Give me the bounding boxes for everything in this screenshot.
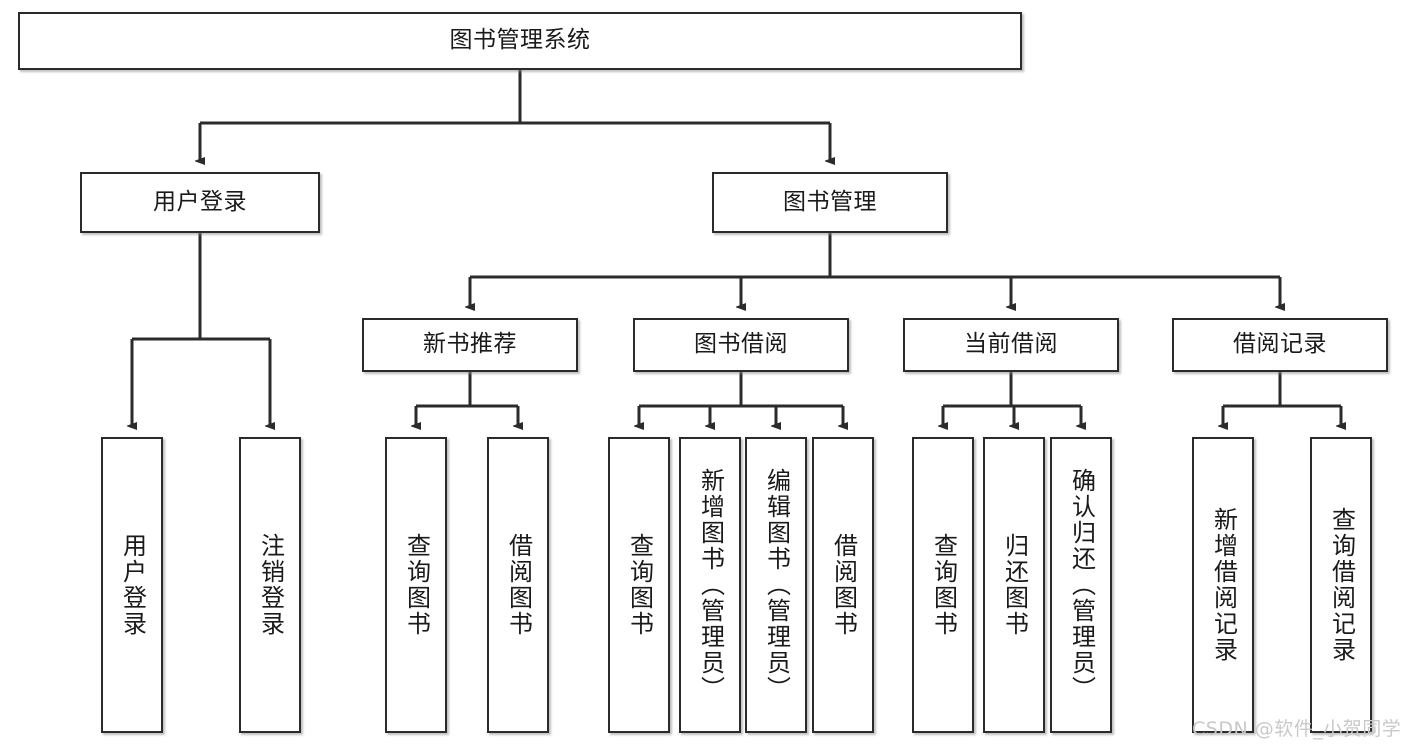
node-book-borrow[interactable]: 图书借阅 <box>633 318 849 372</box>
node-label: 借阅记录 <box>1233 331 1327 358</box>
node-label: 新书推荐 <box>423 331 517 358</box>
node-label: 新增图书（管理员） <box>696 468 725 702</box>
node-leaf-borrow-book-2[interactable]: 借阅图书 <box>812 437 874 733</box>
node-new-book-rec[interactable]: 新书推荐 <box>362 318 578 372</box>
node-leaf-edit-book[interactable]: 编辑图书（管理员） <box>745 437 807 733</box>
node-leaf-add-book[interactable]: 新增图书（管理员） <box>679 437 741 733</box>
node-leaf-add-record[interactable]: 新增借阅记录 <box>1192 437 1254 733</box>
node-label: 确认归还（管理员） <box>1067 468 1096 702</box>
node-leaf-logout[interactable]: 注销登录 <box>239 437 301 733</box>
node-book-manage[interactable]: 图书管理 <box>712 172 948 233</box>
node-label: 借阅图书 <box>829 533 858 637</box>
node-root[interactable]: 图书管理系统 <box>18 12 1022 70</box>
node-label: 注销登录 <box>256 533 285 637</box>
node-label: 查询借阅记录 <box>1327 507 1356 663</box>
node-label: 查询图书 <box>625 533 654 637</box>
node-label: 图书管理系统 <box>449 27 591 54</box>
node-label: 新增借阅记录 <box>1209 507 1238 663</box>
node-leaf-return-book[interactable]: 归还图书 <box>983 437 1045 733</box>
node-leaf-borrow-book-1[interactable]: 借阅图书 <box>487 437 549 733</box>
node-current-borrow[interactable]: 当前借阅 <box>903 318 1119 372</box>
node-leaf-query-book-2[interactable]: 查询图书 <box>608 437 670 733</box>
node-label: 查询图书 <box>402 533 431 637</box>
node-label: 图书管理 <box>783 188 877 215</box>
node-label: 当前借阅 <box>964 331 1058 358</box>
node-leaf-query-book-3[interactable]: 查询图书 <box>912 437 974 733</box>
node-label: 用户登录 <box>118 533 147 637</box>
node-leaf-confirm-return[interactable]: 确认归还（管理员） <box>1050 437 1112 733</box>
node-label: 图书借阅 <box>694 331 788 358</box>
node-user-login[interactable]: 用户登录 <box>80 172 320 233</box>
node-label: 查询图书 <box>929 533 958 637</box>
csdn-watermark: CSDN @软件_小贺同学 <box>1192 718 1402 740</box>
node-label: 用户登录 <box>153 188 247 215</box>
node-leaf-query-book-1[interactable]: 查询图书 <box>385 437 447 733</box>
node-label: 归还图书 <box>1000 533 1029 637</box>
node-leaf-query-record[interactable]: 查询借阅记录 <box>1310 437 1372 733</box>
node-label: 编辑图书（管理员） <box>762 468 791 702</box>
node-leaf-user-login[interactable]: 用户登录 <box>101 437 163 733</box>
node-label: 借阅图书 <box>504 533 533 637</box>
node-borrow-record[interactable]: 借阅记录 <box>1172 318 1388 372</box>
